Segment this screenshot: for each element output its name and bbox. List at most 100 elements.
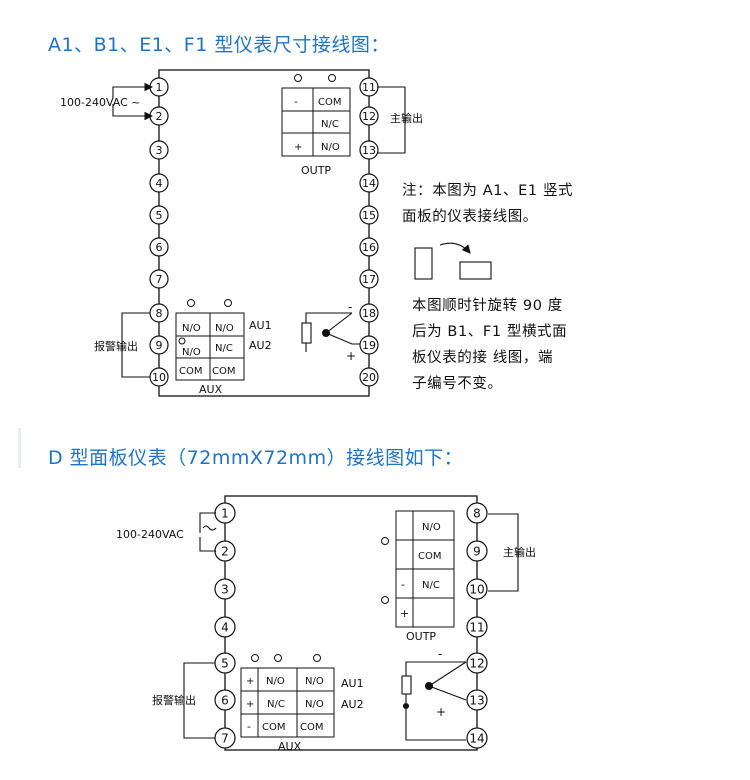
terminal-number: 1 bbox=[156, 81, 163, 94]
note-rotation: 本图顺时针旋转 90 度 后为 B1、F1 型横式面 板仪表的接 线图，端 子编… bbox=[412, 298, 568, 392]
terminal-number: 5 bbox=[156, 209, 163, 222]
terminal-13: 13 bbox=[359, 140, 379, 160]
terminal-number: 17 bbox=[362, 273, 376, 286]
power-wires-1 bbox=[112, 82, 154, 121]
terminal-number: 4 bbox=[156, 177, 163, 190]
terminal-d-5: 5 bbox=[214, 652, 236, 674]
alarm-output-bracket-2 bbox=[183, 662, 215, 739]
terminal-number: 13 bbox=[362, 144, 376, 157]
sensor-minus-2: - bbox=[438, 647, 442, 661]
terminal-number: 14 bbox=[362, 177, 376, 190]
terminal-circle bbox=[149, 237, 169, 257]
aux-label-1: AUX bbox=[199, 383, 223, 396]
terminal-circle bbox=[466, 689, 488, 711]
terminal-d-12: 12 bbox=[466, 652, 488, 674]
terminal-circle bbox=[466, 616, 488, 638]
terminal-circle bbox=[214, 578, 236, 600]
sensor-plus-1: + bbox=[346, 349, 356, 363]
au1-label-2: AU1 bbox=[341, 677, 364, 690]
rotate-illustration bbox=[414, 242, 492, 280]
terminal-circle bbox=[359, 237, 379, 257]
terminal-number: 11 bbox=[469, 620, 484, 634]
terminal-16: 16 bbox=[359, 237, 379, 257]
outp-block-2 bbox=[381, 510, 455, 628]
terminal-number: 15 bbox=[362, 209, 376, 222]
alarm-output-bracket-1 bbox=[121, 312, 150, 378]
aux-cell: N/C bbox=[215, 343, 233, 354]
terminal-d-1: 1 bbox=[214, 502, 236, 524]
terminal-number: 4 bbox=[221, 620, 229, 634]
terminal-10: 10 bbox=[149, 367, 169, 387]
terminal-6: 6 bbox=[149, 237, 169, 257]
terminal-number: 9 bbox=[156, 339, 163, 352]
terminal-d-8: 8 bbox=[466, 502, 488, 524]
au1-label-1: AU1 bbox=[249, 319, 272, 332]
aux2-cell: COM bbox=[300, 722, 323, 733]
terminal-circle bbox=[359, 205, 379, 225]
terminal-number: 14 bbox=[469, 731, 484, 745]
aux-cell: N/O bbox=[182, 323, 201, 334]
terminal-14: 14 bbox=[359, 173, 379, 193]
aux2-cell: N/O bbox=[266, 676, 285, 687]
terminal-number: 12 bbox=[469, 656, 484, 670]
diagram1 bbox=[158, 69, 370, 397]
terminal-9: 9 bbox=[149, 335, 169, 355]
sensor-2 bbox=[401, 661, 467, 741]
outp2-plus: + bbox=[400, 607, 409, 620]
outp-nc: N/C bbox=[321, 119, 339, 130]
outp2-no: N/O bbox=[422, 522, 441, 533]
terminal-d-4: 4 bbox=[214, 616, 236, 638]
horizontal-panel-icon bbox=[459, 261, 492, 280]
outp2-minus: - bbox=[401, 578, 405, 591]
terminal-number: 9 bbox=[473, 544, 481, 558]
power-label-1: 100-240VAC ~ bbox=[60, 96, 141, 109]
aux-block-2 bbox=[240, 654, 335, 738]
terminal-circle bbox=[149, 335, 169, 355]
terminal-number: 7 bbox=[156, 273, 163, 286]
au2-label-2: AU2 bbox=[341, 698, 364, 711]
section2-title: D 型面板仪表（72mmX72mm）接线图如下： bbox=[48, 447, 464, 469]
terminal-circle bbox=[149, 140, 169, 160]
terminal-number: 13 bbox=[469, 693, 484, 707]
terminal-number: 8 bbox=[473, 506, 481, 520]
section-divider bbox=[18, 428, 21, 468]
outp-minus: - bbox=[294, 95, 298, 108]
aux2-cell: - bbox=[247, 720, 251, 733]
aux2-cell: N/O bbox=[305, 676, 324, 687]
outp-no: N/O bbox=[321, 142, 340, 153]
terminal-7: 7 bbox=[149, 269, 169, 289]
au2-label-1: AU2 bbox=[249, 339, 272, 352]
power-wires-2 bbox=[199, 512, 217, 552]
terminal-circle bbox=[214, 616, 236, 638]
aux2-cell: + bbox=[246, 699, 254, 710]
terminal-d-10: 10 bbox=[466, 578, 488, 600]
terminal-circle bbox=[466, 727, 488, 749]
terminal-8: 8 bbox=[149, 303, 169, 323]
terminal-d-2: 2 bbox=[214, 540, 236, 562]
terminal-circle bbox=[359, 335, 379, 355]
terminal-3: 3 bbox=[149, 140, 169, 160]
rotate-arrow-icon bbox=[439, 242, 471, 254]
aux2-cell: N/O bbox=[305, 699, 324, 710]
aux2-cell: COM bbox=[262, 722, 285, 733]
terminal-d-3: 3 bbox=[214, 578, 236, 600]
terminal-d-7: 7 bbox=[214, 727, 236, 749]
main-output-bracket-2 bbox=[488, 513, 519, 592]
terminal-number: 7 bbox=[221, 731, 229, 745]
outp2-nc: N/C bbox=[422, 580, 440, 591]
outp-block-1 bbox=[281, 74, 351, 157]
terminal-circle bbox=[359, 106, 379, 126]
note-vertical-panel: 注：本图为 A1、E1 竖式 面板的仪表接线图。 bbox=[402, 183, 574, 225]
aux-cell: COM bbox=[212, 366, 235, 377]
outp-label-2: OUTP bbox=[406, 630, 436, 643]
main-output-label-2: 主输出 bbox=[503, 545, 536, 559]
terminal-circle bbox=[466, 502, 488, 524]
terminal-circle bbox=[149, 205, 169, 225]
sensor-minus-1: - bbox=[348, 300, 352, 314]
outp-label-1: OUTP bbox=[301, 164, 331, 177]
terminal-number: 2 bbox=[221, 544, 229, 558]
vertical-panel-icon bbox=[414, 247, 433, 280]
sensor-1 bbox=[301, 312, 360, 352]
terminal-circle bbox=[359, 173, 379, 193]
